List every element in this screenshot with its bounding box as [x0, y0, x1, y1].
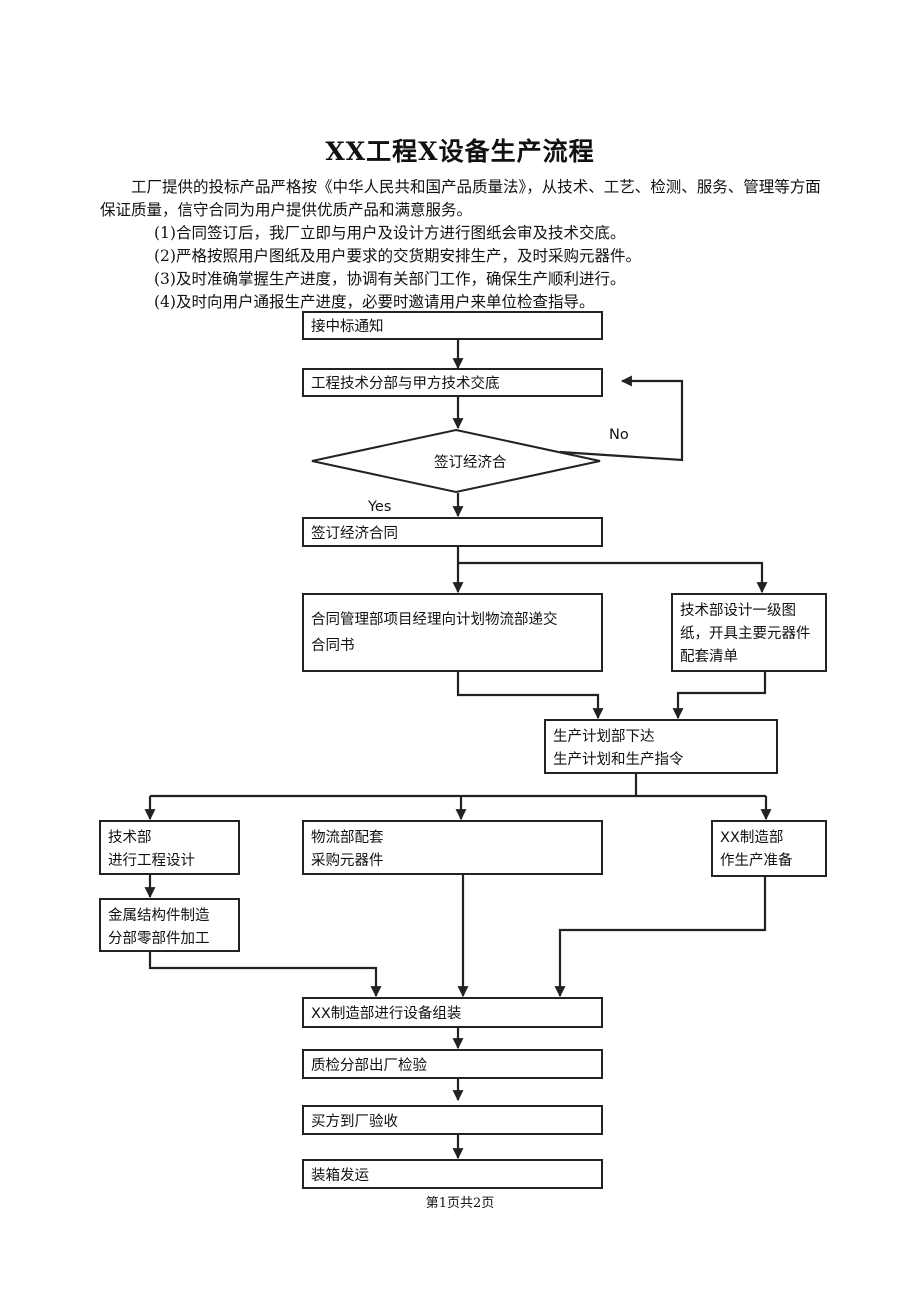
arrow-no-loop — [559, 375, 684, 462]
step-acceptance: 买方到厂验收 — [302, 1105, 603, 1135]
step-sign-contract: 签订经济合同 — [302, 517, 603, 547]
arrow-metal-to-assembly — [148, 951, 382, 998]
arrow-techdesign-to-plan — [672, 667, 767, 720]
step-assembly-label: XX制造部进行设备组装 — [311, 1005, 461, 1022]
arrow-mgmt-to-plan — [456, 671, 604, 720]
yes-label: Yes — [367, 499, 391, 515]
step-metal-structure-line2: 分部零部件加工 — [108, 930, 210, 947]
step-tech-dept-line1: 技术部 — [108, 829, 152, 846]
arrow-xxprep-to-assembly — [554, 876, 767, 998]
step-tech-handover-label: 工程技术分部与甲方技术交底 — [311, 374, 500, 392]
step-tech-design-line3: 配套清单 — [680, 648, 738, 665]
flow-connectors — [144, 339, 772, 1160]
step-xx-prep-line1: XX制造部 — [720, 829, 783, 846]
step-logistics: 物流部配套 采购元器件 — [302, 820, 603, 875]
step-xx-prep: XX制造部 作生产准备 — [711, 820, 827, 877]
step-metal-structure: 金属结构件制造 分部零部件加工 — [99, 898, 240, 952]
intro-item-3: (3)及时准确掌握生产进度，协调有关部门工作，确保生产顺利进行。 — [154, 270, 626, 288]
step-logistics-line2: 采购元器件 — [311, 852, 384, 869]
decision-label: 签订经济合 — [434, 454, 507, 471]
intro-paragraph: 工厂提供的投标产品严格按《中华人民共和国产品质量法》，从技术、工艺、检测、服务、… — [100, 178, 821, 219]
step-tech-design: 技术部设计一级图 纸，开具主要元器件 配套清单 — [671, 593, 827, 672]
intro-item-4: (4)及时向用户通报生产进度，必要时邀请用户来单位检查指导。 — [154, 293, 595, 311]
step-receive-notice: 接中标通知 — [302, 311, 603, 340]
step-receive-notice-label: 接中标通知 — [311, 318, 384, 335]
step-sign-contract-label: 签订经济合同 — [311, 525, 398, 542]
step-tech-handover: 工程技术分部与甲方技术交底 — [302, 368, 603, 397]
intro-item-1: (1)合同签订后，我厂立即与用户及设计方进行图纸会审及技术交底。 — [154, 224, 626, 242]
step-tech-design-line1: 技术部设计一级图 — [680, 602, 796, 619]
step-tech-dept: 技术部 进行工程设计 — [99, 820, 240, 875]
intro-item-2: (2)严格按照用户图纸及用户要求的交货期安排生产，及时采购元器件。 — [154, 247, 641, 265]
step-contract-management: 合同管理部项目经理向计划物流部递交 合同书 — [302, 593, 603, 672]
step-shipping: 装箱发运 — [302, 1159, 603, 1189]
step-production-plan-line1: 生产计划部下达 — [553, 728, 655, 745]
step-assembly: XX制造部进行设备组装 — [302, 997, 603, 1028]
arrow-contract-to-techdesign — [458, 561, 768, 594]
step-production-plan-line2: 生产计划和生产指令 — [553, 751, 684, 768]
step-quality-check: 质检分部出厂检验 — [302, 1049, 603, 1079]
page-number: 第1页共2页 — [425, 1196, 495, 1211]
no-label: No — [609, 427, 629, 443]
page-title: XX工程X设备生产流程 — [325, 137, 595, 166]
decision-sign-contract: 签订经济合 — [311, 428, 601, 494]
step-shipping-label: 装箱发运 — [311, 1167, 369, 1184]
step-acceptance-label: 买方到厂验收 — [311, 1113, 398, 1130]
step-logistics-line1: 物流部配套 — [311, 829, 384, 846]
step-contract-management-line2: 合同书 — [311, 637, 355, 654]
step-contract-management-line1: 合同管理部项目经理向计划物流部递交 — [311, 610, 558, 628]
step-production-plan: 生产计划部下达 生产计划和生产指令 — [544, 719, 778, 774]
step-tech-dept-line2: 进行工程设计 — [108, 852, 195, 869]
step-metal-structure-line1: 金属结构件制造 — [108, 907, 210, 924]
step-xx-prep-line2: 作生产准备 — [720, 852, 793, 869]
step-tech-design-line2: 纸，开具主要元器件 — [680, 625, 811, 642]
step-quality-check-label: 质检分部出厂检验 — [311, 1057, 427, 1074]
